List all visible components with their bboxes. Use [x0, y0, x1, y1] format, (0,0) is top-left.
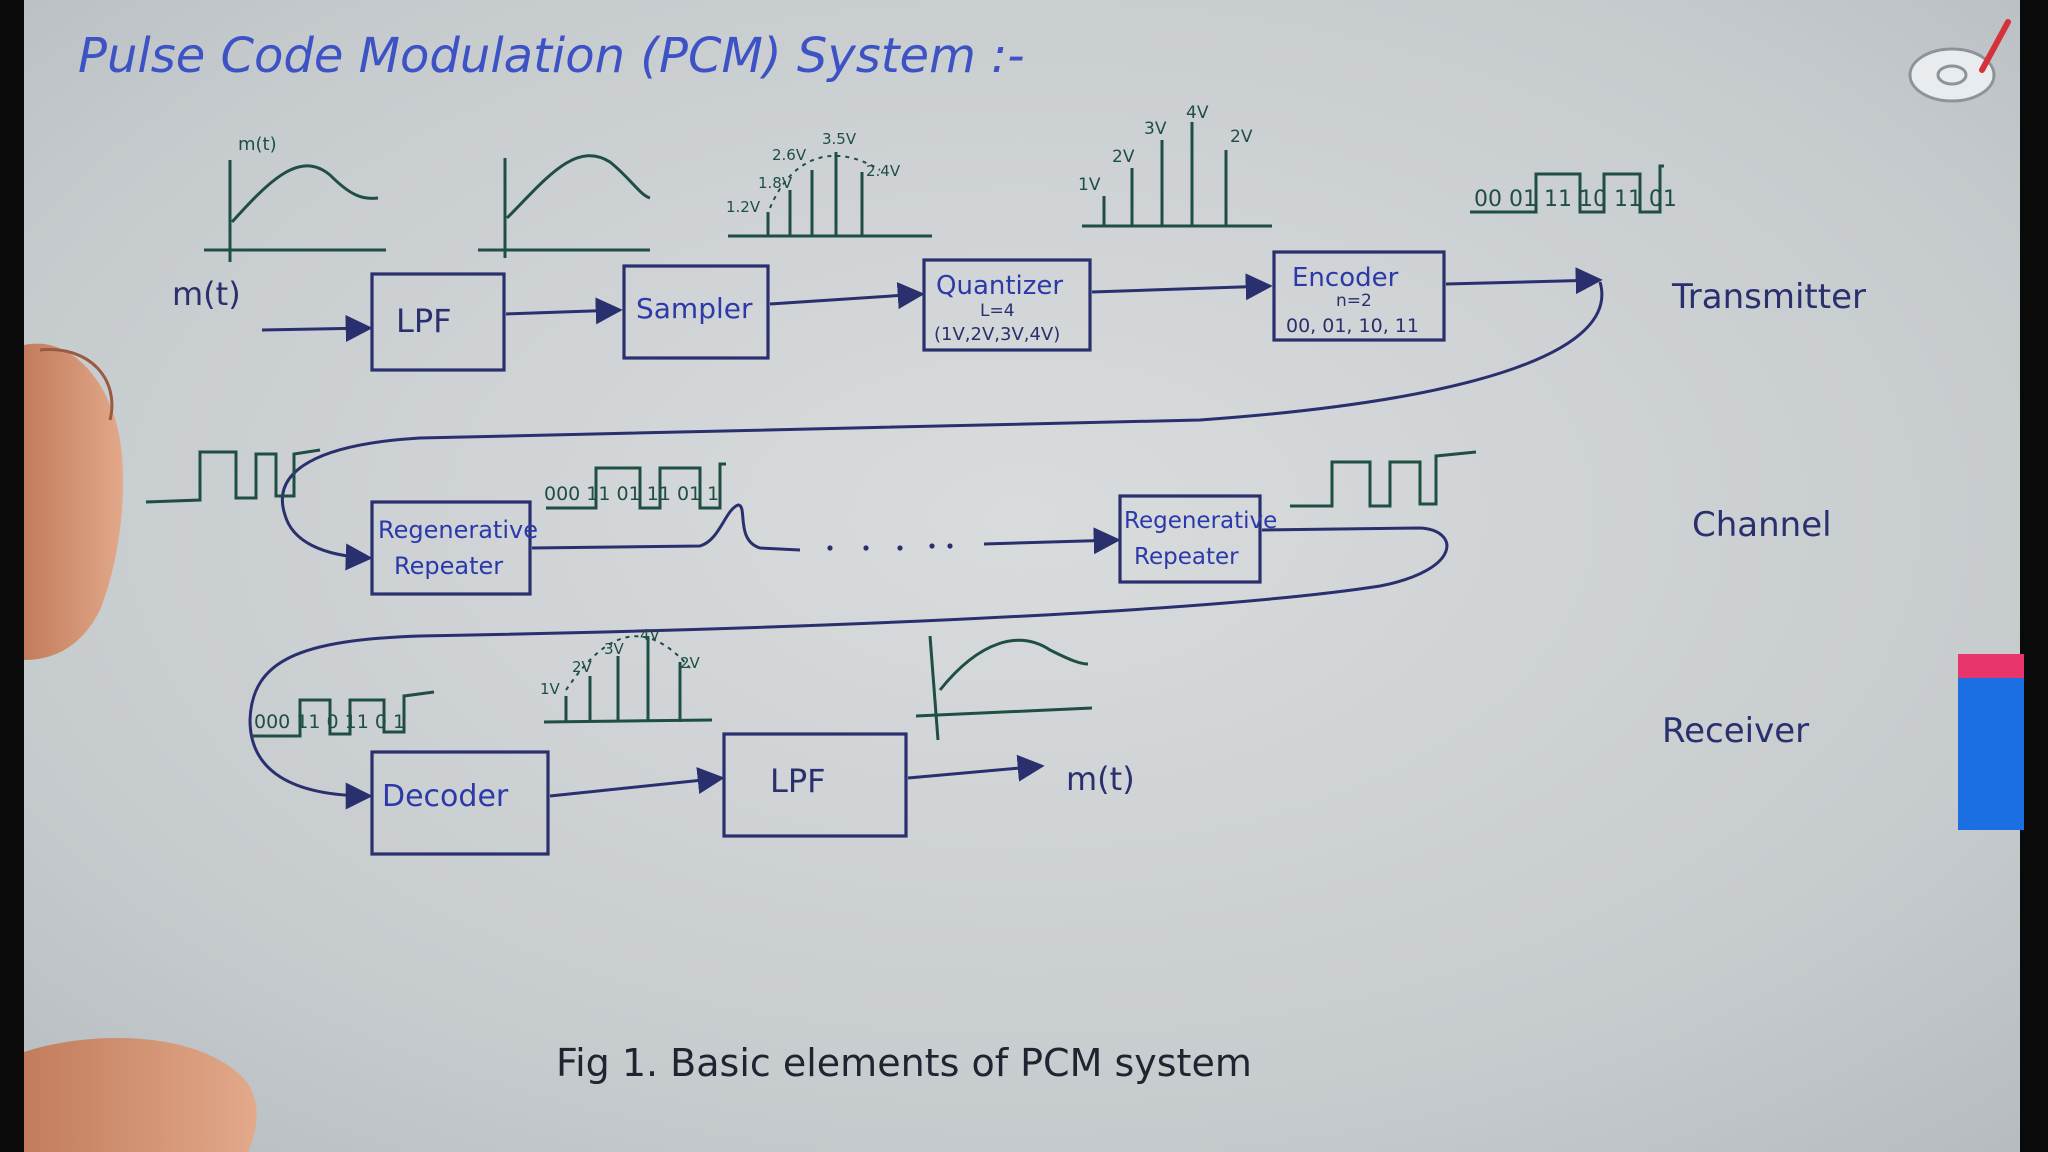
channel-dots [827, 543, 953, 551]
overlay-blue-panel [1958, 678, 2024, 830]
decoder-block: Decoder [370, 750, 550, 856]
output-signal-label: m(t) [1066, 760, 1135, 798]
lpf-transmit-label: LPF [396, 302, 452, 340]
graph-message-signal: m(t) [204, 134, 386, 262]
repeater-2-line1: Regenerative [1124, 508, 1277, 534]
decoder-label: Decoder [382, 779, 509, 814]
recon-label-3: 3V [604, 640, 625, 658]
quantizer-levels: L=4 [980, 301, 1015, 321]
channel-link-2 [248, 526, 1449, 810]
bitstream-encoder-out: 00 01 11 10 11 01 [1474, 187, 1677, 212]
encoder-codes: 00, 01, 10, 11 [1286, 315, 1419, 337]
graph-output-signal [915, 635, 1093, 741]
sampler-label: Sampler [636, 292, 753, 325]
repeater-2-line2: Repeater [1134, 544, 1239, 570]
overlay-pink-bar [1958, 654, 2024, 678]
sample-label-5: 2.4V [866, 162, 901, 180]
quantizer-label: Quantizer [936, 271, 1063, 301]
quant-label-5: 2V [1230, 127, 1253, 147]
encoder-label: Encoder [1292, 263, 1399, 293]
page-title: Pulse Code Modulation (PCM) System :- [78, 28, 1025, 84]
channel-line-segment [531, 503, 801, 552]
graph-channel-mid-bitstream: 000 11 01 11 01 1 [544, 462, 726, 510]
quant-label-4: 4V [1186, 103, 1209, 123]
quant-label-1: 1V [1078, 175, 1101, 195]
section-channel: Channel [1692, 505, 1832, 545]
lpf-receive-block: LPF [722, 732, 908, 838]
recon-label-2: 2V [572, 658, 593, 676]
repeater-2-block: Regenerative Repeater [1118, 494, 1277, 584]
whiteboard-surface [24, 0, 2020, 1152]
quant-label-3: 3V [1144, 119, 1167, 139]
quantizer-block: Quantizer L=4 (1V,2V,3V,4V) [922, 258, 1092, 352]
graph-reconstructed-samples: 1V 2V 3V 4V 2V [540, 626, 713, 724]
graph-quantized-signal: 1V 2V 3V 4V 2V [1078, 103, 1272, 228]
graph-channel-output-pulses [1290, 450, 1477, 508]
graph-sampled-signal: 1.2V 1.8V 2.6V 3.5V 2.4V [726, 130, 932, 238]
presenter-hand-bottom [24, 1037, 257, 1152]
recon-label-1: 1V [540, 680, 561, 698]
channel-link-1 [280, 281, 1604, 571]
figure-caption: Fig 1. Basic elements of PCM system [556, 1041, 1252, 1085]
recon-label-4: 4V [640, 626, 661, 644]
graph-filtered-signal [478, 154, 651, 258]
quant-label-2: 2V [1112, 147, 1135, 167]
sample-label-2: 1.8V [758, 174, 793, 192]
lpf-transmit-block: LPF [370, 272, 506, 372]
bitstream-channel-mid: 000 11 01 11 01 1 [544, 483, 719, 505]
right-border [2024, 0, 2048, 1152]
repeater-1-block: Regenerative Repeater [370, 500, 538, 596]
left-border [0, 0, 24, 1152]
graph-label-mt: m(t) [238, 134, 277, 155]
repeater-1-line1: Regenerative [378, 516, 538, 544]
sample-label-3: 2.6V [772, 146, 807, 164]
recon-label-5: 2V [680, 654, 701, 672]
sampler-block: Sampler [622, 264, 770, 360]
sample-label-4: 3.5V [822, 130, 857, 148]
sample-label-1: 1.2V [726, 198, 761, 216]
graph-encoder-bitstream: 00 01 11 10 11 01 [1470, 164, 1677, 214]
graph-channel-input-pulses [145, 448, 321, 504]
graph-receiver-bitstream: 000 11 0 11 0 1 [252, 690, 435, 738]
encoder-block: Encoder n=2 00, 01, 10, 11 [1272, 250, 1446, 342]
section-transmitter: Transmitter [1671, 277, 1866, 317]
presenter-hand-top [24, 343, 124, 660]
input-signal-label: m(t) [172, 275, 241, 313]
quantizer-values: (1V,2V,3V,4V) [934, 324, 1060, 345]
section-receiver: Receiver [1662, 711, 1809, 751]
pen-disc-icon [1908, 19, 2011, 103]
repeater-1-line2: Repeater [394, 552, 503, 580]
lpf-receive-label: LPF [770, 762, 826, 800]
encoder-bits: n=2 [1336, 291, 1372, 311]
